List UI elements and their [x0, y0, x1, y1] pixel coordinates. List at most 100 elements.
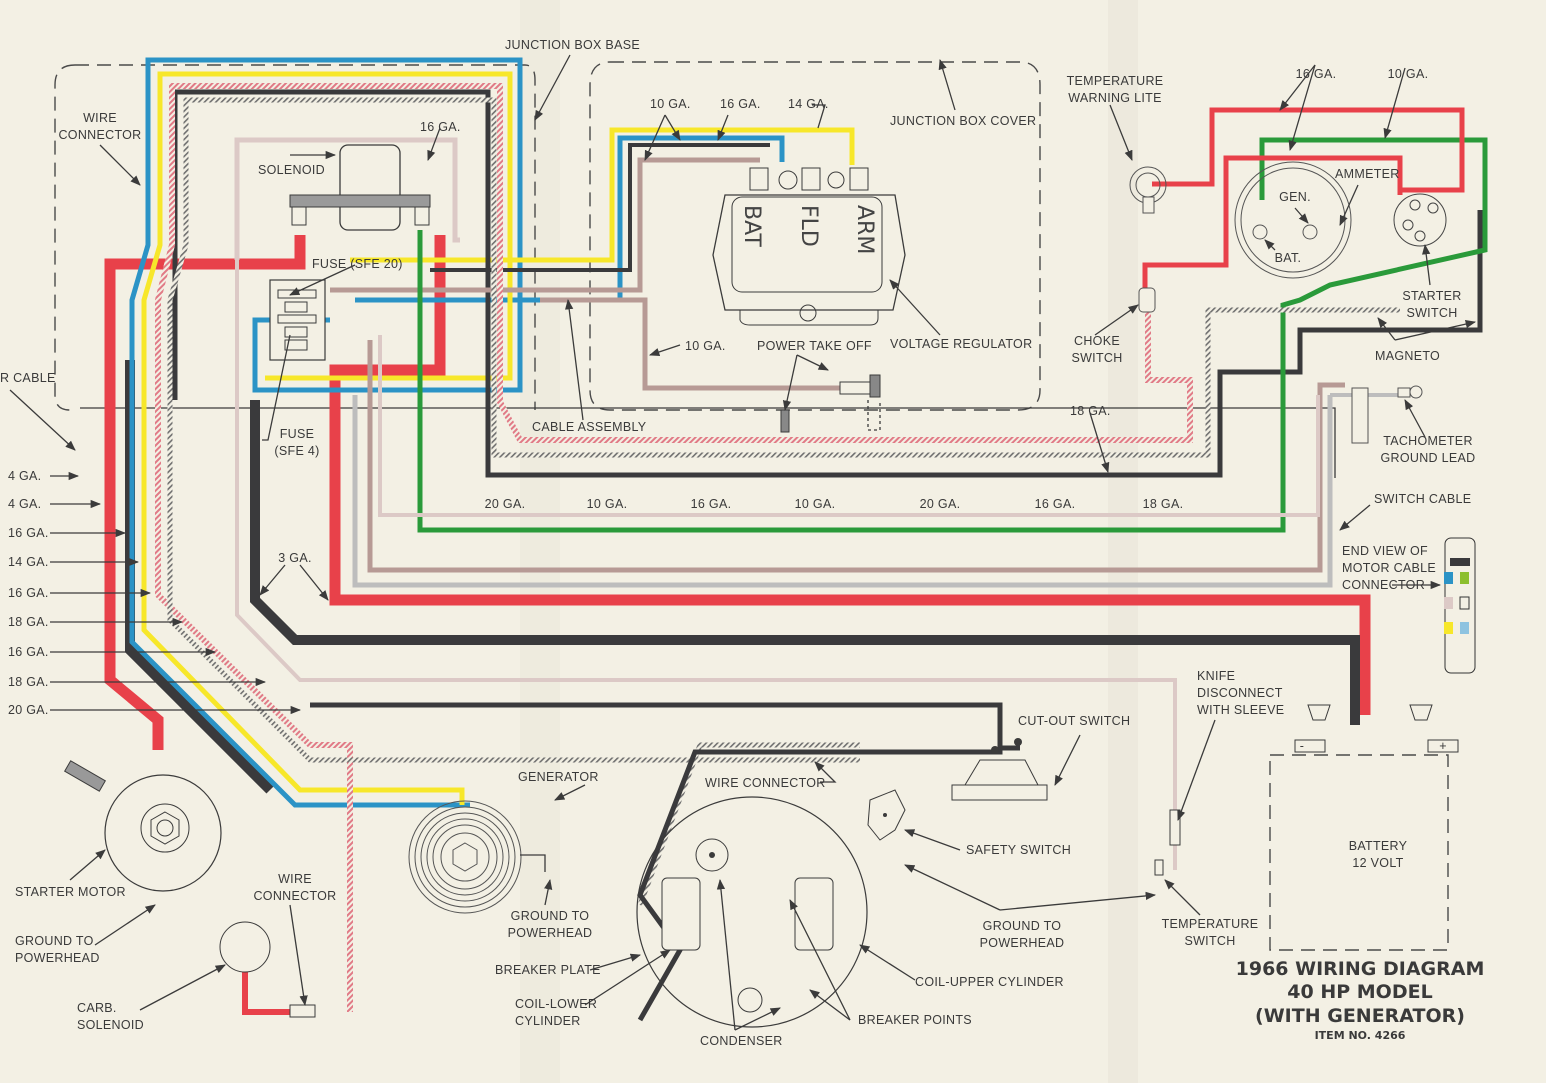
wingnut-positive[interactable]	[1409, 704, 1433, 721]
cable-row-gauge-label: 16 GA.	[691, 497, 732, 511]
safety-switch-label: SAFETY SWITCH	[966, 843, 1071, 857]
diagram-title: 1966 WIRING DIAGRAM 40 HP MODEL (WITH GE…	[1236, 958, 1485, 1042]
cable-row-gauge-label: 20 GA.	[920, 497, 961, 511]
wire-light-long	[235, 260, 1177, 870]
fuse-sfe20-label: FUSE (SFE 20)	[312, 257, 403, 271]
voltage-regulator[interactable]: BAT FLD ARM	[712, 167, 906, 326]
wire-green-10ga	[417, 137, 1488, 533]
cable-assembly-label: CABLE ASSEMBLY	[532, 420, 647, 434]
motor-cable-label: R CABLE	[0, 371, 56, 385]
ga16-solenoid-label: 16 GA.	[420, 120, 461, 134]
wire-gray-20ga	[352, 395, 1333, 588]
switch-cable-label: SWITCH CABLE	[1374, 492, 1471, 506]
left-gauge-label: 20 GA.	[8, 703, 49, 717]
bat-label: BAT.	[1275, 251, 1302, 265]
knife-disconnect[interactable]	[1169, 809, 1181, 846]
tachometer-ground-lead[interactable]	[1351, 385, 1423, 444]
wingnut-negative[interactable]	[1307, 704, 1331, 721]
wire-light-20ga	[234, 137, 460, 260]
carb-solenoid[interactable]	[219, 921, 271, 973]
magneto-breaker-plate[interactable]	[636, 796, 868, 1028]
left-gauge-label: 14 GA.	[8, 555, 49, 569]
temperature-warning-lite[interactable]	[1129, 166, 1167, 214]
coil-lower-cylinder	[661, 877, 701, 951]
wire-hatch-gray-18ga	[167, 97, 1400, 763]
coil-upper-cylinder	[794, 877, 834, 951]
gen-label: GEN.	[1279, 190, 1311, 204]
voltage-regulator-label: VOLTAGE REGULATOR	[890, 337, 1032, 351]
cable-row-gauge-label: 10 GA.	[795, 497, 836, 511]
wire-yellow-reg	[350, 127, 855, 263]
wire-red-16ga-choke	[1142, 155, 1403, 290]
carb-solenoid-label: CARB.SOLENOID	[77, 1001, 144, 1032]
wire-red-3ga	[329, 235, 1371, 715]
wire-black-cutout	[310, 702, 1020, 751]
left-gauge-label: 4 GA.	[8, 497, 41, 511]
battery-minus-label: -	[1300, 739, 1304, 753]
wire-black-4ga	[125, 360, 274, 794]
paper-fold-right	[1108, 0, 1138, 1083]
title-line1: 1966 WIRING DIAGRAM	[1236, 958, 1485, 980]
reg-arm-label: ARM	[852, 205, 877, 254]
cable-row-gauge-label: 10 GA.	[587, 497, 628, 511]
ammeter-label: AMMETER	[1335, 167, 1400, 181]
safety-switch[interactable]	[867, 789, 906, 841]
junction-box-cover-label: JUNCTION BOX COVER	[890, 114, 1036, 128]
battery[interactable]	[1269, 704, 1459, 951]
wire-light-cable	[378, 335, 1320, 517]
leader-lines	[9, 54, 1477, 1031]
reg-bat-label: BAT	[739, 205, 764, 247]
wire-hatch-pink-16ga	[155, 83, 1193, 1012]
motor-cable-sheath	[80, 407, 1336, 478]
wire-black-3ga	[250, 400, 1360, 725]
left-gauge-label: 16 GA.	[8, 645, 49, 659]
junction-box-base-outline	[54, 64, 536, 411]
wire-connector-carb	[289, 1004, 316, 1018]
wire-red-4ga	[104, 235, 306, 750]
cut-out-switch[interactable]	[951, 738, 1048, 801]
cable-row-gauge-label: 16 GA.	[1035, 497, 1076, 511]
wire-red-carb	[242, 972, 290, 1015]
title-line3: (WITH GENERATOR)	[1255, 1005, 1465, 1027]
wire-black-reg	[172, 89, 1483, 478]
motor-cable-connector[interactable]	[1444, 537, 1476, 674]
wire-blue-16ga	[129, 57, 523, 808]
breaker-points-label: BREAKER POINTS	[858, 1013, 972, 1027]
paper-fold	[520, 0, 560, 1083]
starter-switch[interactable]	[1393, 193, 1447, 247]
junction-box-base-label: JUNCTION BOX BASE	[505, 38, 640, 52]
wire-yellow-14ga	[141, 71, 513, 805]
solenoid-label: SOLENOID	[258, 163, 325, 177]
solenoid[interactable]	[289, 144, 431, 231]
ga10-top-label: 10 GA.	[1388, 67, 1429, 81]
cable-row-gauge-label: 18 GA.	[1143, 497, 1184, 511]
power-take-off[interactable]	[780, 374, 881, 433]
reg-fld-label: FLD	[796, 205, 821, 247]
left-gauge-label: 16 GA.	[8, 586, 49, 600]
starter-motor[interactable]	[63, 760, 222, 892]
generator[interactable]	[408, 800, 546, 914]
regulator-terminals	[749, 167, 869, 191]
ga10-ptk-label: 10 GA.	[685, 339, 726, 353]
temperature-switch[interactable]	[1154, 859, 1164, 876]
wire-harness	[104, 57, 1488, 1022]
title-line2: 40 HP MODEL	[1287, 981, 1432, 1003]
choke-switch[interactable]	[1138, 287, 1156, 313]
fuse-sfe4-label: FUSE(SFE 4)	[274, 427, 319, 458]
breaker-plate-label: BREAKER PLATE	[495, 963, 601, 977]
cable-row-gauge-label: 20 GA.	[485, 497, 526, 511]
